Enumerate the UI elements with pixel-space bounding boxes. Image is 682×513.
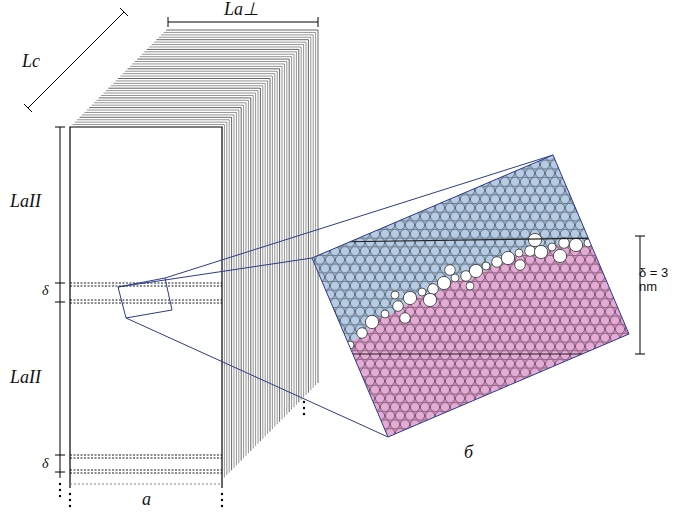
boundary-atom [482,262,490,270]
dimension-label: La⊥ [222,0,261,20]
boundary-atom [466,282,474,290]
dimension-label: LaII [8,192,43,212]
boundary-atom [469,264,482,277]
interlayer-boundaries [70,283,222,473]
boundary-atom [492,257,503,268]
boundary-atom [548,243,556,251]
boundary-atom [515,260,526,271]
boundary-atom [559,238,570,249]
delta-dimension [635,236,645,354]
boundary-atom [381,310,389,318]
zoom-region [118,278,172,318]
boundary-atom [357,328,368,339]
dimension-label: LaII [8,368,43,388]
front-face [70,127,222,480]
dimension-label: б [462,443,475,463]
boundary-atom [365,315,378,328]
dimension-label: δ = 3 nm [637,266,679,295]
boundary-atom [403,291,416,304]
boundary-atom [528,233,541,246]
boundary-atom [391,291,399,299]
lattice-inset [300,150,640,450]
boundary-atom [515,249,523,257]
dimension-label: а [140,490,153,510]
dimension-label: Lc [20,52,42,72]
boundary-atom [553,249,566,262]
boundary-atom [418,288,426,296]
boundary-atom [423,293,436,306]
inset-frame [312,155,629,437]
boundary-atom [525,246,536,257]
boundary-atom [569,238,582,251]
dimension-label: δ [40,283,51,298]
boundary-atom [501,251,514,264]
boundary-atom [437,276,450,289]
dimension-label: δ [40,456,51,471]
boundary-atom [400,313,411,324]
boundary-atom [534,245,547,258]
front-face-outline [70,127,222,488]
continuation-dots [59,401,305,507]
boundary-atom [428,284,439,295]
front-face-bottom [70,484,222,485]
boundary-atom [445,265,456,276]
boundary-atom [393,301,404,312]
